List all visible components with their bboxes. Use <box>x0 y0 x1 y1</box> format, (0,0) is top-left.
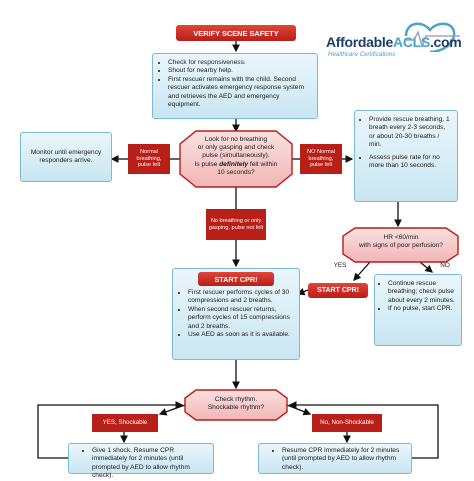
rhythm-text: Check rhythm. Shockable rhythm? <box>190 396 282 416</box>
rhythm-line-1: Check rhythm. <box>214 396 258 403</box>
continue-item: If no pulse, start CPR. <box>388 305 457 313</box>
rhythm-line-2: Shockable rhythm? <box>207 404 265 412</box>
shock-action-box: Give 1 shock. Resume CPR immediately for… <box>68 443 214 479</box>
assess-line-5: 10 seconds? <box>217 168 255 176</box>
arrow-rhythm-to-nonshockable <box>286 404 312 416</box>
initial-actions-box: Check for responsiveness. Shout for near… <box>152 53 318 119</box>
rescue-item: Assess pulse rate for no more than 10 se… <box>369 154 452 171</box>
cpr-item: When second rescuer returns, perform cyc… <box>188 306 293 331</box>
initial-action-item: First rescuer remains with the child. Se… <box>168 76 311 110</box>
cpr-item: Use AED as soon as it is available. <box>188 331 293 339</box>
heartbeat-heart-icon <box>404 22 460 52</box>
no-label: NO <box>440 262 450 269</box>
hr-line-1: HR <60/min <box>383 234 419 241</box>
assess-emphasis: definitely <box>219 160 249 168</box>
logo-tagline: Healthcare Certifications <box>328 51 396 58</box>
hr-line-2: with signs of poor perfusion? <box>359 242 443 250</box>
loop-left <box>37 401 184 459</box>
continue-box: Continue rescue breathing; check pulse a… <box>374 274 462 346</box>
shockable-label: YES, Shockable <box>92 414 158 432</box>
assess-line-1: Look for no breathing <box>204 136 268 143</box>
assess-post: felt within <box>248 160 278 168</box>
resume-action-item: Resume CPR immediately for 2 minutes (un… <box>282 447 406 472</box>
rhythm-octagon <box>184 389 288 421</box>
rescue-item: Provide rescue breathing, 1 breath every… <box>369 116 452 150</box>
rescue-breathing-box: Provide rescue breathing, 1 breath every… <box>354 110 458 202</box>
logo-affordable: Affordable <box>326 34 394 50</box>
initial-action-item: Check for responsiveness. <box>168 59 311 67</box>
logo-acls: ACLS <box>393 34 430 50</box>
assess-pre: Is pulse <box>194 160 220 168</box>
hr-text: HR <60/min with signs of poor perfusion? <box>346 234 456 258</box>
continue-item: Continue rescue breathing; check pulse a… <box>388 280 457 305</box>
cpr-item: First rescuer performs cycles of 30 comp… <box>188 289 293 306</box>
no-normal-breathing-label: NO Normal breathing, pulse felt <box>300 144 342 174</box>
verify-scene-safety: VERIFY SCENE SAFETY <box>176 25 296 41</box>
assess-line-2: or only gasping and check <box>197 144 275 152</box>
monitor-box: Monitor until emergency responders arriv… <box>20 132 112 182</box>
normal-breathing-label: Normal breathing, pulse felt <box>128 144 170 174</box>
resume-action-box: Resume CPR immediately for 2 minutes (un… <box>258 443 412 474</box>
non-shockable-label: No, Non-Shockable <box>312 414 382 432</box>
brand-logo: AffordableACLS.com Healthcare Certificat… <box>326 22 472 66</box>
logo-dotcom: .com <box>429 34 462 50</box>
arrow-hr-yes <box>353 261 371 281</box>
shock-action-item: Give 1 shock. Resume CPR immediately for… <box>92 447 208 481</box>
hr-octagon <box>342 227 459 263</box>
arrow-hr-no <box>419 261 433 273</box>
assess-octagon <box>179 130 293 188</box>
start-cpr-main: START CPR! <box>198 272 274 286</box>
no-breathing-label: No breathing or only gasping, pulse not … <box>206 209 266 240</box>
arrow-rhythm-to-shockable <box>158 404 186 416</box>
assess-line-4: Is pulse definitely felt within <box>186 161 286 169</box>
initial-action-item: Shout for nearby help. <box>168 67 311 75</box>
yes-label: YES <box>333 262 347 269</box>
start-cpr-right: START CPR! <box>308 283 368 298</box>
loop-right <box>288 401 439 459</box>
assess-line-3: pulse (simultaneously). <box>202 152 270 160</box>
assess-text: Look for no breathing or only gasping an… <box>186 136 286 184</box>
